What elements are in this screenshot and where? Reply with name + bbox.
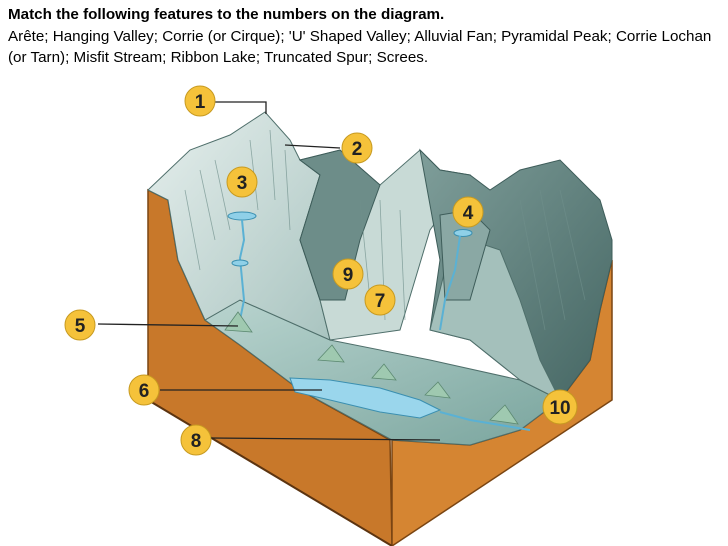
label-6-number: 6 xyxy=(139,381,150,402)
label-8-number: 8 xyxy=(191,431,202,452)
label-1-number: 1 xyxy=(195,92,206,113)
label-7: 7 xyxy=(364,284,396,316)
label-6: 6 xyxy=(128,374,160,406)
scree-mounds xyxy=(224,311,519,425)
label-2: 2 xyxy=(341,132,373,164)
label-9-number: 9 xyxy=(343,265,354,286)
label-3: 3 xyxy=(226,166,258,198)
label-10: 10 xyxy=(542,389,578,425)
leader-lines xyxy=(97,101,441,441)
question-title: Match the following features to the numb… xyxy=(8,6,445,23)
label-2-number: 2 xyxy=(352,139,363,160)
question-header: Match the following features to the numb… xyxy=(8,4,720,69)
label-4-number: 4 xyxy=(463,203,474,224)
water-features xyxy=(227,211,531,431)
label-10-number: 10 xyxy=(549,398,570,419)
label-9: 9 xyxy=(332,258,364,290)
feature-list: Arête; Hanging Valley; Corrie (or Cirque… xyxy=(8,27,712,67)
label-3-number: 3 xyxy=(237,173,248,194)
label-1: 1 xyxy=(184,85,216,117)
label-8: 8 xyxy=(180,424,212,456)
label-7-number: 7 xyxy=(375,291,386,312)
label-5: 5 xyxy=(64,309,96,341)
label-4: 4 xyxy=(452,196,484,228)
label-5-number: 5 xyxy=(75,316,86,337)
